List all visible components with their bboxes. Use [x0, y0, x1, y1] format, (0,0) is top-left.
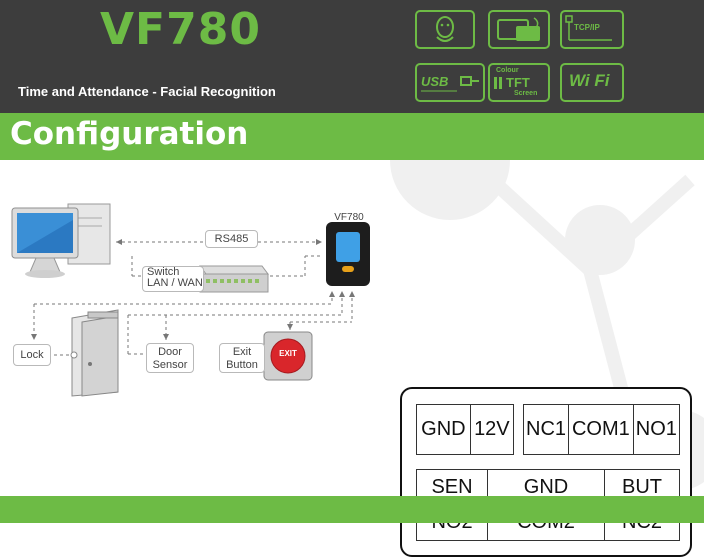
switch-icon — [199, 265, 269, 293]
terminal-panel: GND 12V NC1 COM1 NO1 SEN GND BUT NO2 COM… — [400, 387, 692, 557]
relay1-terminals: NC1 COM1 NO1 — [522, 404, 681, 455]
exit-button-label: Exit Button — [219, 343, 265, 373]
face-icon — [415, 10, 475, 49]
vf780-device-icon — [326, 222, 370, 286]
device-model-label: VF780 — [334, 212, 364, 223]
door-sensor-label: Door Sensor — [146, 343, 194, 373]
rs485-label: RS485 — [205, 230, 258, 248]
terminal-com1: COM1 — [568, 404, 634, 455]
terminal-no1: NO1 — [632, 404, 681, 455]
switch-label: Switch LAN / WAN — [142, 266, 204, 292]
header-bar: VF780 Time and Attendance - Facial Recog… — [0, 0, 704, 113]
model-name: VF780 — [100, 4, 261, 55]
product-subtitle: Time and Attendance - Facial Recognition — [18, 84, 276, 99]
terminal-12v: 12V — [469, 404, 515, 455]
power-terminals: GND 12V — [416, 404, 515, 455]
wifi-badge: Wi Fi — [560, 63, 624, 102]
card-icon — [488, 10, 550, 49]
section-title: Configuration — [10, 116, 249, 152]
terminal-gnd-power: GND — [416, 404, 471, 455]
tft-badge: Colour TFT Screen — [488, 63, 550, 102]
wiring-diagram — [11, 203, 370, 397]
content-area: RS485 Switch LAN / WAN VF780 Lock Door S… — [0, 160, 704, 557]
tcpip-badge: TCP/IP — [560, 10, 624, 49]
footer-band — [0, 496, 704, 523]
usb-badge: USB — [415, 63, 485, 102]
lock-label: Lock — [13, 344, 51, 366]
section-band — [0, 113, 704, 160]
exit-button-text: EXIT — [279, 349, 297, 358]
computer-icon — [11, 203, 111, 278]
door-icon — [71, 309, 119, 397]
exit-button-icon — [263, 331, 313, 381]
terminal-nc1: NC1 — [522, 404, 570, 455]
